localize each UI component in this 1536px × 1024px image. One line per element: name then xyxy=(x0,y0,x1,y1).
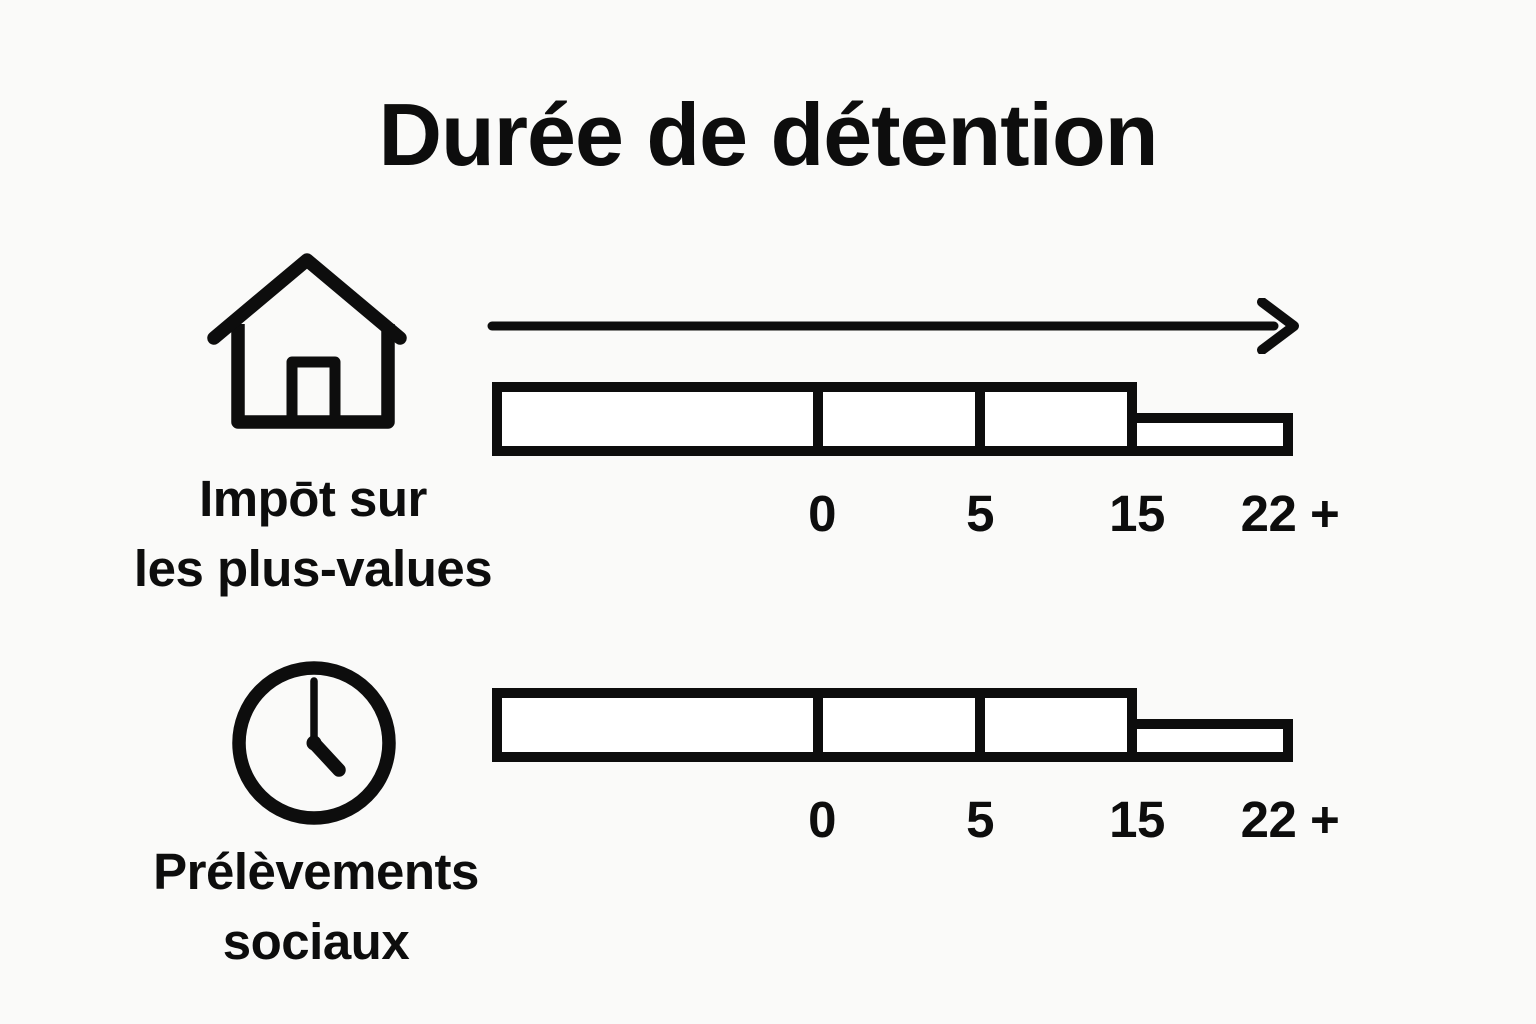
house-icon xyxy=(207,253,407,429)
house-roof xyxy=(207,253,407,345)
tick-label: 15 xyxy=(1109,485,1165,542)
bar-divider-at-0 xyxy=(813,392,823,446)
duration-bar-impot xyxy=(492,382,1137,456)
row-caption-prelevements: Prélèvements sociaux xyxy=(153,837,479,977)
tick-label: 22 + xyxy=(1240,485,1340,542)
duration-bar-prelevements xyxy=(492,688,1137,762)
tick-label: 0 xyxy=(808,791,836,848)
clock-icon xyxy=(232,661,396,825)
caption-line: Prélèvements xyxy=(153,843,479,900)
duration-bar-impot-tail xyxy=(1137,413,1293,456)
bar-divider-at-5 xyxy=(975,698,985,752)
bar-divider-at-0 xyxy=(813,698,823,752)
tick-label: 22 + xyxy=(1240,791,1340,848)
tick-label: 5 xyxy=(966,485,994,542)
timeline-arrow-icon xyxy=(487,298,1299,354)
tick-label: 0 xyxy=(808,485,836,542)
arrow-head xyxy=(1257,298,1299,354)
tick-label: 5 xyxy=(966,791,994,848)
clock-face xyxy=(232,661,396,825)
caption-line: sociaux xyxy=(222,913,410,970)
clock-center-dot xyxy=(306,735,322,751)
tick-label: 15 xyxy=(1109,791,1165,848)
house-walls xyxy=(231,324,395,429)
house-door xyxy=(286,356,341,422)
bar-divider-at-5 xyxy=(975,392,985,446)
caption-line: Impōt sur xyxy=(199,470,427,527)
row-caption-impot: Impōt sur les plus-values xyxy=(133,464,493,604)
duration-bar-prelevements-tail xyxy=(1137,719,1293,762)
caption-line: les plus-values xyxy=(133,540,493,597)
diagram-title: Durée de détention xyxy=(378,85,1159,184)
